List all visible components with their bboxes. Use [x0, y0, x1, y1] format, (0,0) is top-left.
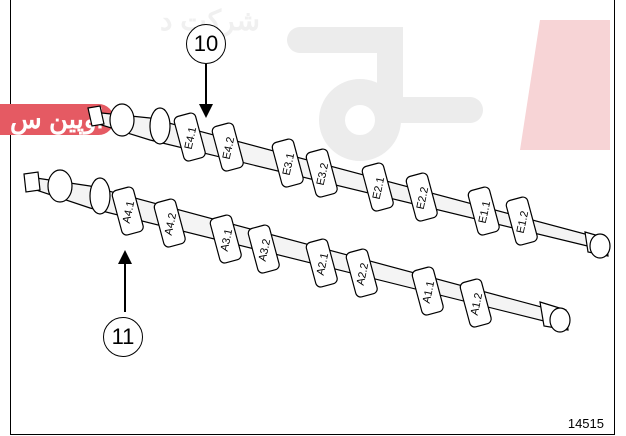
- exhaust-cam-lobe-label: E4.2: [221, 136, 237, 161]
- intake-cam-lobe-label: A4.2: [163, 212, 179, 237]
- intake-cam-lobe: A4.2: [153, 198, 186, 248]
- intake-cam-lobe: A4.1: [111, 186, 144, 236]
- intake-cam-lobe-label: A4.1: [121, 200, 137, 225]
- intake-cam-lobe: A3.1: [209, 214, 242, 264]
- exhaust-cam-lobe: E4.1: [173, 112, 206, 162]
- intake-cam-lobe-label: A1.1: [421, 280, 437, 305]
- intake-cam-lobe: A2.1: [305, 238, 338, 288]
- intake-cam-lobe-label: A2.2: [355, 262, 371, 287]
- exhaust-cam-lobe: E1.2: [505, 196, 538, 246]
- exhaust-cam-lobe: E1.1: [467, 186, 500, 236]
- exhaust-cam-lobe-label: E1.1: [477, 200, 493, 225]
- exhaust-cam-lobe: E3.2: [305, 148, 338, 198]
- exhaust-cam-lobe-label: E4.1: [183, 126, 199, 151]
- arrow-11: [118, 250, 132, 312]
- exhaust-cam-lobe: E2.2: [405, 172, 438, 222]
- intake-cam-lobe: A1.2: [459, 278, 492, 328]
- callout-10: 10: [186, 24, 226, 64]
- arrow-10: [199, 64, 213, 118]
- exhaust-cam-lobe: E2.1: [361, 162, 394, 212]
- exhaust-cam-lobe-label: E3.2: [315, 162, 331, 187]
- intake-cam-lobe: A3.2: [247, 224, 280, 274]
- exhaust-cam-lobe: E4.2: [211, 122, 244, 172]
- intake-cam-lobe-label: A3.2: [257, 238, 273, 263]
- exhaust-cam-lobe: E3.1: [271, 138, 304, 188]
- intake-cam-lobe: A1.1: [411, 266, 444, 316]
- exhaust-cam-lobe-label: E3.1: [281, 152, 297, 177]
- figure-frame: [10, 0, 615, 435]
- exhaust-cam-lobe-label: E1.2: [515, 210, 531, 235]
- intake-cam-lobe: A2.2: [345, 248, 378, 298]
- callout-11: 11: [103, 317, 143, 357]
- intake-cam-lobe-label: A1.2: [469, 292, 485, 317]
- figure-number: 14515: [567, 416, 604, 431]
- exhaust-cam-lobe-label: E2.1: [371, 176, 387, 201]
- intake-cam-lobe-label: A3.1: [219, 228, 235, 253]
- intake-cam-lobe-label: A2.1: [315, 252, 331, 277]
- exhaust-cam-lobe-label: E2.2: [415, 186, 431, 211]
